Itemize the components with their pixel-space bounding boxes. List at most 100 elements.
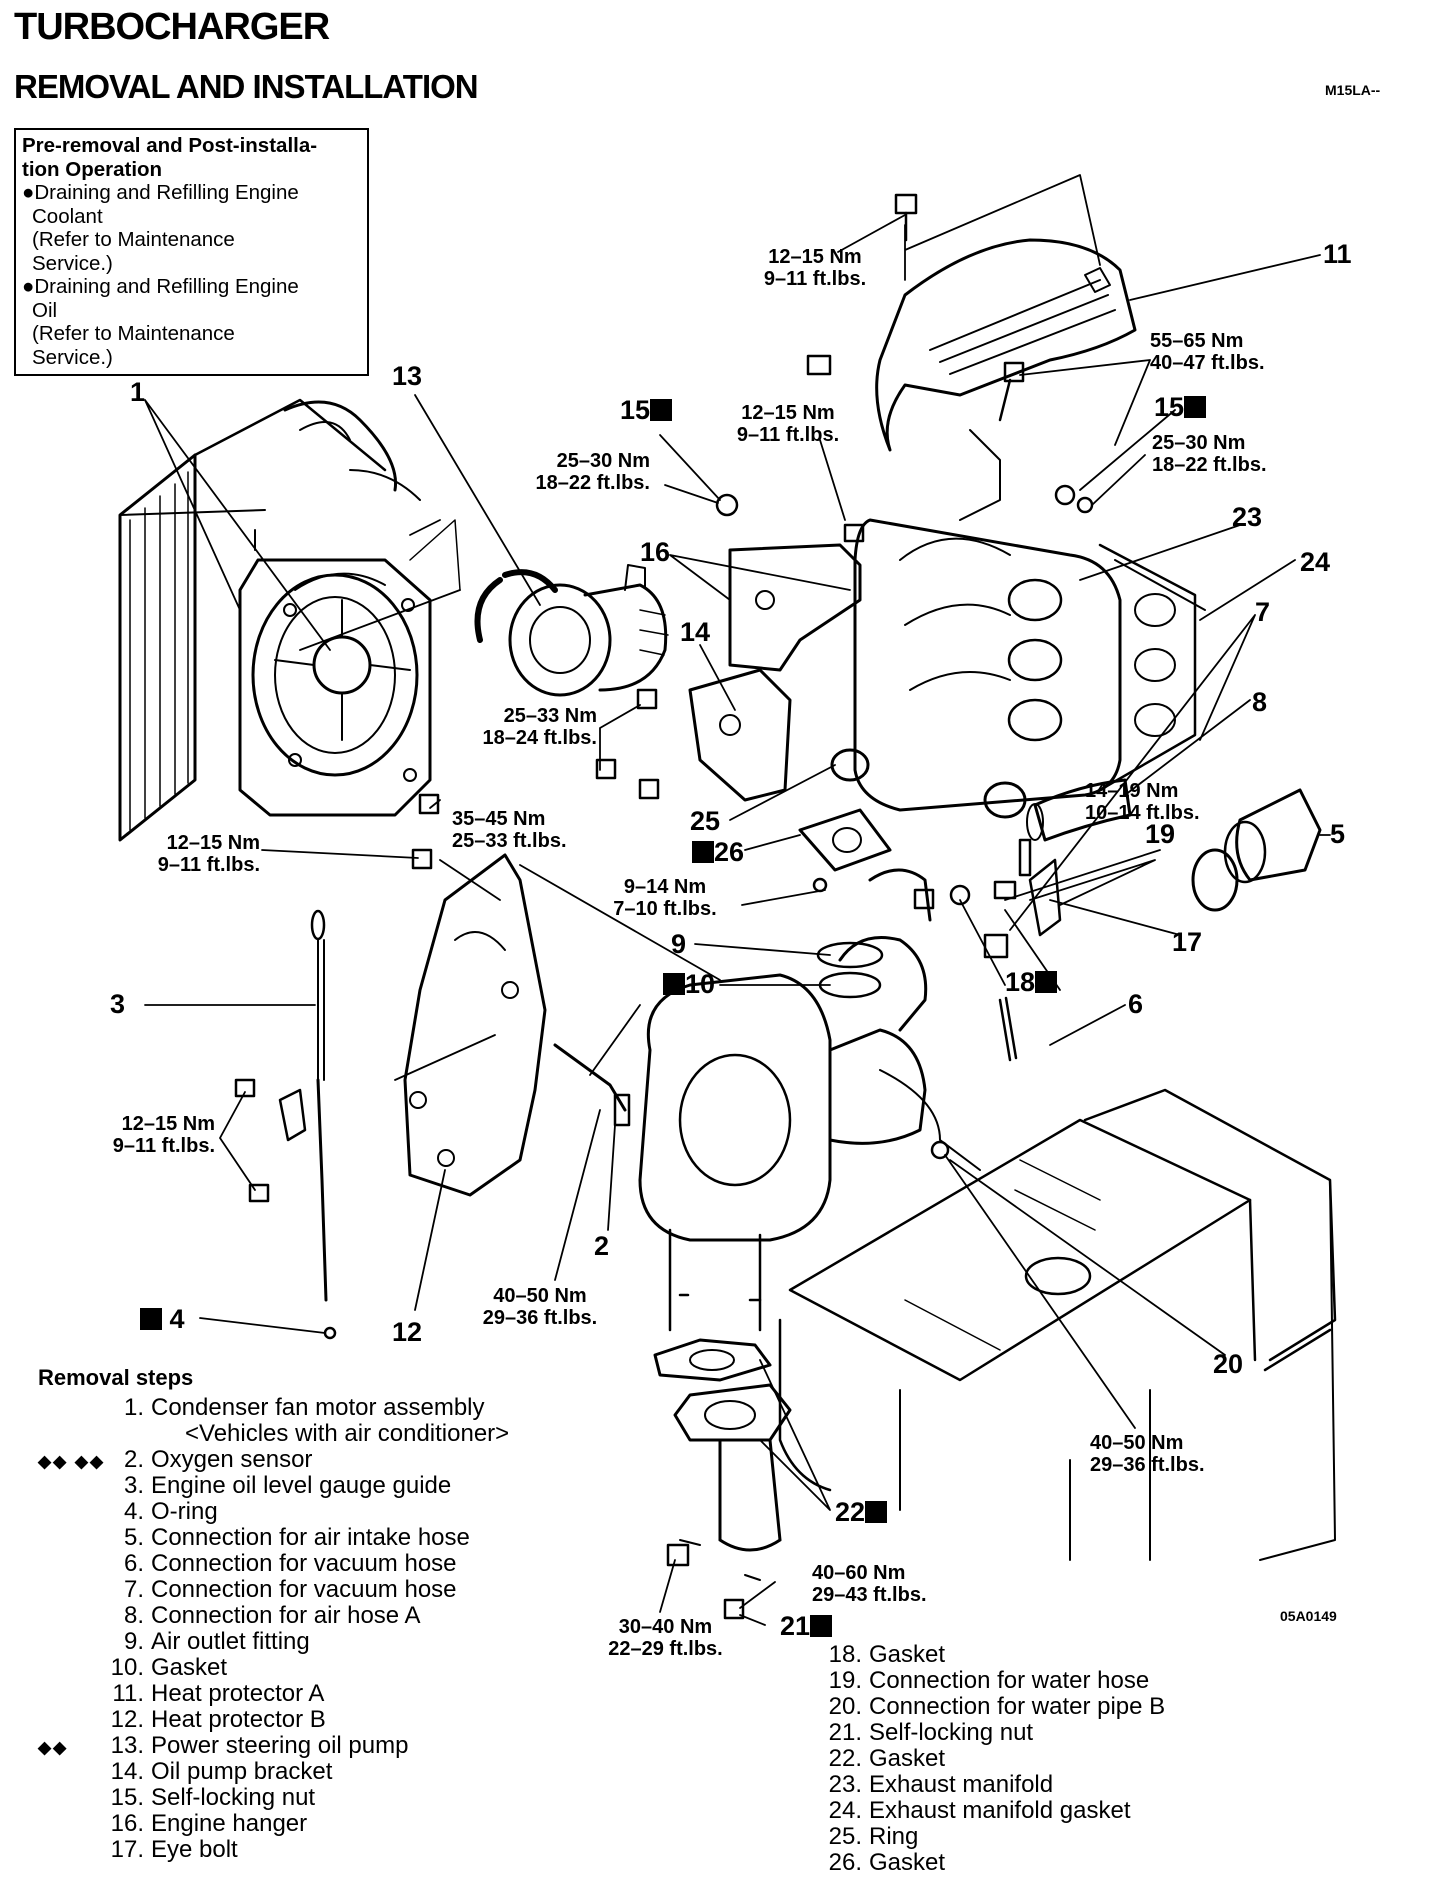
list-item: 7. Connection for vacuum hose: [100, 1577, 620, 1603]
torque-pump-bolt: 25–33 Nm 18–24 ft.lbs.: [432, 705, 597, 749]
step-text: Self-locking nut: [869, 1719, 1034, 1746]
torque-ftlbs: 9–11 ft.lbs.: [157, 854, 260, 876]
step-text: Connection for vacuum hose: [151, 1550, 457, 1577]
torque-ftlbs: 18–22 ft.lbs.: [1152, 454, 1267, 476]
callout-number: 21: [780, 1611, 811, 1641]
torque-protector-b: 12–15 Nm 9–11 ft.lbs.: [100, 832, 260, 876]
pre-box-item-1-line1: ●Draining and Refilling Engine: [22, 181, 299, 204]
step-number: 16.: [110, 1810, 144, 1837]
step-number: 2.: [123, 1446, 144, 1473]
torque-nm: 12–15 Nm: [121, 1113, 215, 1135]
callout-15-left: 15: [620, 396, 673, 424]
step-number: 10.: [110, 1654, 144, 1681]
list-item: ◆◆13.Power steering oil pump: [38, 1733, 620, 1759]
callout-number: 26: [714, 837, 745, 867]
list-item: 23.Exhaust manifold: [818, 1772, 1338, 1798]
step-number: 11.: [112, 1680, 144, 1707]
callout-number: 4: [169, 1304, 185, 1334]
step-number: 12.: [110, 1706, 144, 1733]
step-number: 7.: [123, 1576, 144, 1603]
callout-9: 9: [671, 929, 687, 959]
callout-24: 24: [1300, 547, 1331, 577]
section-code: M15LA--: [1325, 82, 1381, 98]
step-text: Air outlet fitting: [151, 1628, 310, 1655]
heat-protector-b-drawing: [403, 853, 547, 1197]
callout-19: 19: [1145, 819, 1176, 849]
step-text: Connection for air intake hose: [151, 1524, 470, 1551]
torque-air-outlet: 9–14 Nm 7–10 ft.lbs.: [590, 876, 740, 920]
list-item: 18.Gasket: [818, 1642, 1338, 1668]
list-item: 10.Gasket: [100, 1655, 620, 1681]
torque-exhaust-nut: 40–60 Nm 29–43 ft.lbs.: [812, 1562, 927, 1606]
step-text: Condenser fan motor assembly: [151, 1394, 485, 1421]
exhaust-pipe-drawing: [653, 1228, 792, 1581]
list-item: 11. Heat protector A: [100, 1681, 620, 1707]
step-text: Gasket: [869, 1849, 946, 1876]
torque-ftlbs: 40–47 ft.lbs.: [1150, 352, 1265, 374]
new-part-icon: [865, 1501, 888, 1523]
callout-22: 22: [835, 1498, 888, 1526]
torque-ftlbs: 22–29 ft.lbs.: [608, 1638, 723, 1660]
torque-oxygen-sensor: 40–50 Nm 29–36 ft.lbs.: [460, 1285, 620, 1329]
step-number: 1.: [123, 1394, 144, 1421]
figure-code: 05A0149: [1280, 1608, 1337, 1624]
new-part-icon: [140, 1308, 162, 1330]
new-part-icon: [1035, 971, 1058, 993]
list-item: 25.Ring: [818, 1824, 1338, 1850]
torque-ftlbs: 25–33 ft.lbs.: [452, 830, 567, 852]
removal-steps-heading: Removal steps: [38, 1365, 194, 1390]
list-item: <Vehicles with air conditioner>: [100, 1421, 620, 1447]
list-item: 12. Heat protector B: [100, 1707, 620, 1733]
step-text: Connection for vacuum hose: [151, 1576, 457, 1603]
callout-20: 20: [1213, 1349, 1244, 1379]
step-text: Engine hanger: [151, 1810, 308, 1837]
torque-nm: 14–19 Nm: [1085, 780, 1179, 802]
turbocharger-drawing: [638, 868, 981, 1242]
step-text: Exhaust manifold gasket: [869, 1797, 1131, 1824]
service-point-icon: ◆◆: [38, 1738, 69, 1757]
step-number: 6.: [123, 1550, 144, 1577]
callout-21: 21: [780, 1611, 833, 1641]
list-item: 24. Exhaust manifold gasket: [818, 1798, 1338, 1824]
cylinder-head-drawing: [778, 1088, 1337, 1561]
step-text: Connection for air hose A: [151, 1602, 421, 1629]
list-item: 1. Condenser fan motor assembly: [100, 1395, 620, 1421]
step-text: Heat protector A: [151, 1680, 325, 1707]
new-part-icon: [1184, 396, 1207, 418]
step-text: Heat protector B: [151, 1706, 326, 1733]
callout-8: 8: [1252, 687, 1268, 717]
new-part-icon: [810, 1615, 833, 1637]
list-item: 15.Self-locking nut: [100, 1785, 620, 1811]
callout-number: 18: [1005, 967, 1036, 997]
torque-nut-left: 25–30 Nm 18–22 ft.lbs.: [495, 450, 650, 494]
step-number: 8.: [123, 1602, 144, 1629]
torque-nm: 40–50 Nm: [1090, 1432, 1184, 1454]
callout-2: 2: [594, 1231, 610, 1261]
step-number: 24.: [828, 1797, 862, 1824]
step-number: 5.: [123, 1524, 144, 1551]
engine-hanger-drawing: [688, 543, 862, 802]
step-number: 21.: [828, 1719, 862, 1746]
step-number: 25.: [828, 1823, 862, 1850]
step-text: Oil pump bracket: [151, 1758, 333, 1785]
callout-10: 10: [663, 970, 715, 998]
torque-nm: 9–14 Nm: [623, 876, 707, 898]
ring-gasket-drawing: [798, 748, 892, 872]
list-item: 9. Air outlet fitting: [100, 1629, 620, 1655]
torque-bracket-lower: 35–45 Nm 25–33 ft.lbs.: [452, 808, 567, 852]
torque-manifold-stud: 55–65 Nm 40–47 ft.lbs.: [1150, 330, 1265, 374]
step-text: Self-locking nut: [151, 1784, 316, 1811]
callout-23: 23: [1232, 502, 1263, 532]
callout-25: 25: [690, 806, 721, 836]
pre-box-item-2-line1: ●Draining and Refilling Engine: [22, 275, 299, 298]
step-number: 17.: [110, 1836, 144, 1863]
callout-12: 12: [392, 1317, 423, 1347]
step-text: Gasket: [869, 1745, 946, 1772]
torque-water-pipe: 40–50 Nm 29–36 ft.lbs.: [1090, 1432, 1205, 1476]
removal-steps-right: 18.Gasket 19.Connection for water hose 2…: [818, 1642, 1338, 1876]
step-number: 9.: [123, 1628, 144, 1655]
pre-box-heading-2: tion Operation: [22, 157, 163, 181]
torque-ftlbs: 29–36 ft.lbs.: [482, 1307, 598, 1329]
pre-box-item-1-line4: Service.): [32, 251, 113, 275]
